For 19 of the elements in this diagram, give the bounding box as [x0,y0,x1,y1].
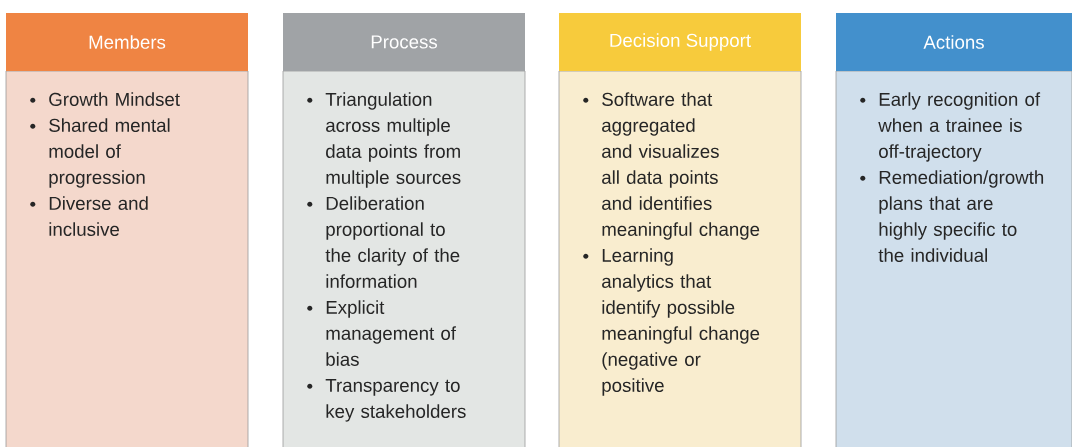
bullet-item: Growth Mindset [49,92,180,106]
bullet-item: Explicit management of bias [326,300,456,366]
bullet-item: Learning analytics that identify possible meaningful change (negative or positive [602,248,760,396]
bullet-item: Transparency to key stakeholders [325,378,466,422]
column-header: Decision Support [610,33,751,51]
bullet-item: Shared mental model of progression [49,118,170,188]
column-header: Actions [923,35,984,49]
bullet-item: Deliberation proportional to the clarity of the information [325,196,460,288]
column-card [835,13,1072,447]
bullet-item: Diverse and inclusive [49,196,148,236]
column-header: Members [89,35,166,49]
bullet-item: Triangulation across multiple data points from multiple sources [325,92,461,188]
column-header: Process [371,35,438,49]
bullet-item: Software that aggregated and visualizes all data points and identifies meaningful change [602,92,760,240]
column-card [558,13,802,447]
column-card [5,13,249,447]
column-card [282,13,526,447]
bullet-item: Early recognition of when a trainee is off-trajectory [878,92,1041,162]
bullet-item: Remediation/growth plans that are highly specific to the individual [878,170,1044,262]
